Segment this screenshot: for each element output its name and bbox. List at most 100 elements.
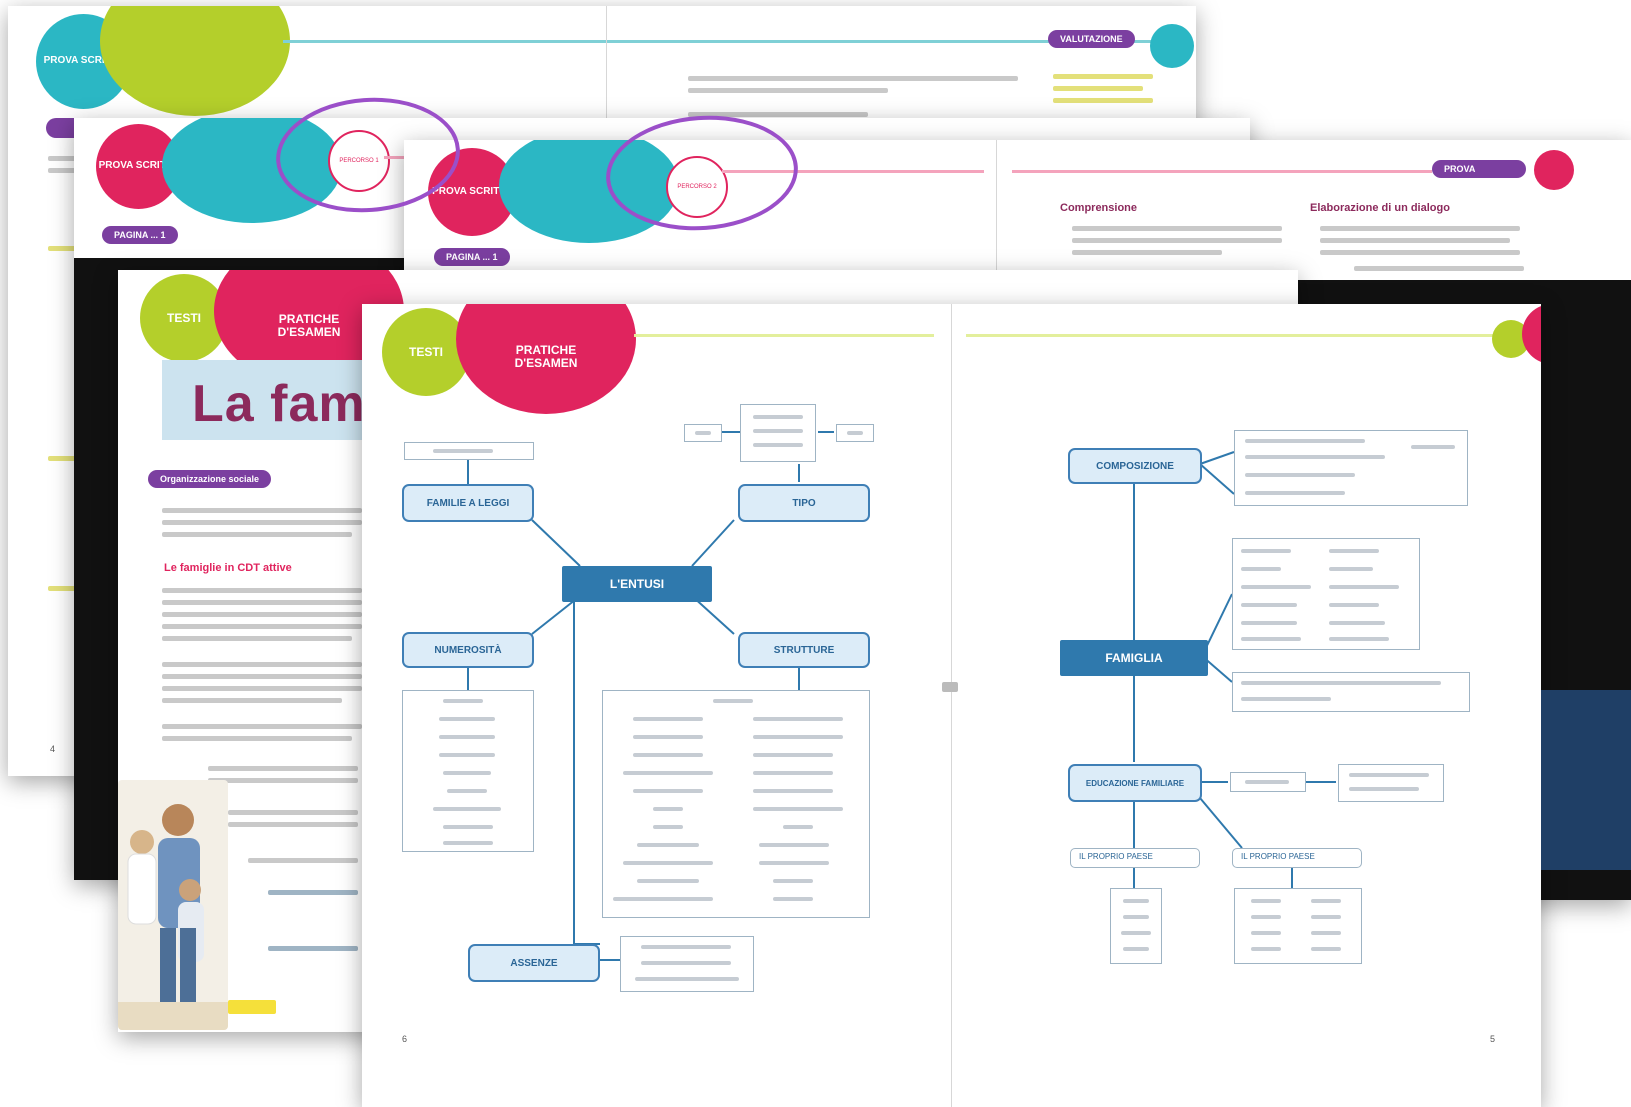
list-box [1234,888,1362,964]
text-line [1354,266,1524,271]
text-line [1320,226,1520,231]
family-photo-illustration [118,780,228,1030]
section-title-circle [162,118,342,223]
mindmap-node-famiglie: FAMILIE A LEGGI [402,484,534,522]
text-line [633,735,703,739]
text-line [48,456,76,461]
text-line [208,778,358,783]
text-line [1311,931,1341,935]
header-rule-left [634,334,934,337]
text-line [1349,787,1419,791]
text-line [1053,98,1153,103]
header-rule [283,40,1178,43]
text-line [162,698,342,703]
text-line [753,807,843,811]
text-line [1241,549,1291,553]
list-box-left [402,690,534,852]
text-line [268,890,358,895]
section-title-circle [499,140,679,243]
spread-5: TESTI PRATICHE D'ESAMEN [362,304,1541,1107]
header-rule-left [722,170,984,173]
text-line [48,246,76,251]
text-line [759,843,829,847]
text-line [773,879,813,883]
text-line [623,861,713,865]
text-line [1123,947,1149,951]
family-photo [118,780,228,1030]
mindmap-node-educazione: EDUCAZIONE FAMILIARE [1068,764,1202,802]
text-line [162,612,362,617]
text-line [1329,567,1373,571]
text-line [753,717,843,721]
text-line [439,753,495,757]
gutter [951,304,952,1107]
label-box [1338,764,1444,802]
text-line [753,429,803,433]
header-banner-label: VALUTAZIONE [1060,34,1123,44]
text-line [1311,915,1341,919]
text-line [1320,238,1510,243]
text-line [633,717,703,721]
text-line [753,771,833,775]
text-line [268,946,358,951]
text-line [688,76,1018,81]
text-line [443,825,493,829]
text-line [443,771,491,775]
section-title-label: PRATICHE D'ESAMEN [514,343,578,370]
corner-circle-accent [1522,304,1541,364]
text-line [48,168,78,173]
page-number-left: 6 [402,1034,408,1044]
text-line [753,415,803,419]
mindmap-connectors [467,431,1336,961]
text-line [688,112,868,117]
header-rule-right [966,334,1506,337]
text-line [773,897,813,901]
percorso-badge: PERCORSO 1 [328,130,390,192]
column-heading-right: Elaborazione di un dialogo [1310,202,1450,214]
text-line [623,771,713,775]
list-box-right [602,690,870,918]
text-line [1329,585,1399,589]
right-banner: PROVA [1432,160,1526,178]
percorso-badge-label: PERCORSO 1 [339,158,379,164]
section-tag-label: PROVA SCRITTA [43,55,124,67]
text-line [162,600,362,605]
text-line [1245,455,1385,459]
mindmap-node-numerosita: NUMEROSITÀ [402,632,534,668]
text-line [641,945,731,949]
header-rule-right [1012,170,1432,173]
text-line [162,520,362,525]
text-line [439,717,495,721]
text-line [1311,899,1341,903]
page-banner: PAGINA ... 1 [102,226,178,244]
text-line [1053,86,1143,91]
text-line [48,586,76,591]
text-line [633,753,703,757]
label-box [1230,772,1306,792]
text-line [1251,915,1281,919]
text-line [447,789,487,793]
label-box [684,424,722,442]
text-line [433,807,501,811]
section-tag-label: TESTI [166,310,201,325]
text-line [1241,681,1441,685]
text-line [248,858,358,863]
page-banner: PAGINA ... 1 [434,248,510,266]
list-box [1110,888,1162,964]
text-line [162,736,352,741]
section-tag-circle: TESTI [382,308,470,396]
text-line [162,624,362,629]
text-line [1251,899,1281,903]
text-line [1329,603,1379,607]
text-line [1411,445,1455,449]
sub-label-left: IL PROPRIO PAESE [1070,848,1200,868]
text-line [635,977,739,981]
text-line [162,636,352,641]
highlight-label [228,1000,276,1014]
gutter-mark [942,682,958,692]
text-line [1241,585,1311,589]
section-title-circle [100,6,290,116]
percorso-badge-label: PERCORSO 2 [677,184,717,190]
text-line [1311,947,1341,951]
label-box [836,424,874,442]
